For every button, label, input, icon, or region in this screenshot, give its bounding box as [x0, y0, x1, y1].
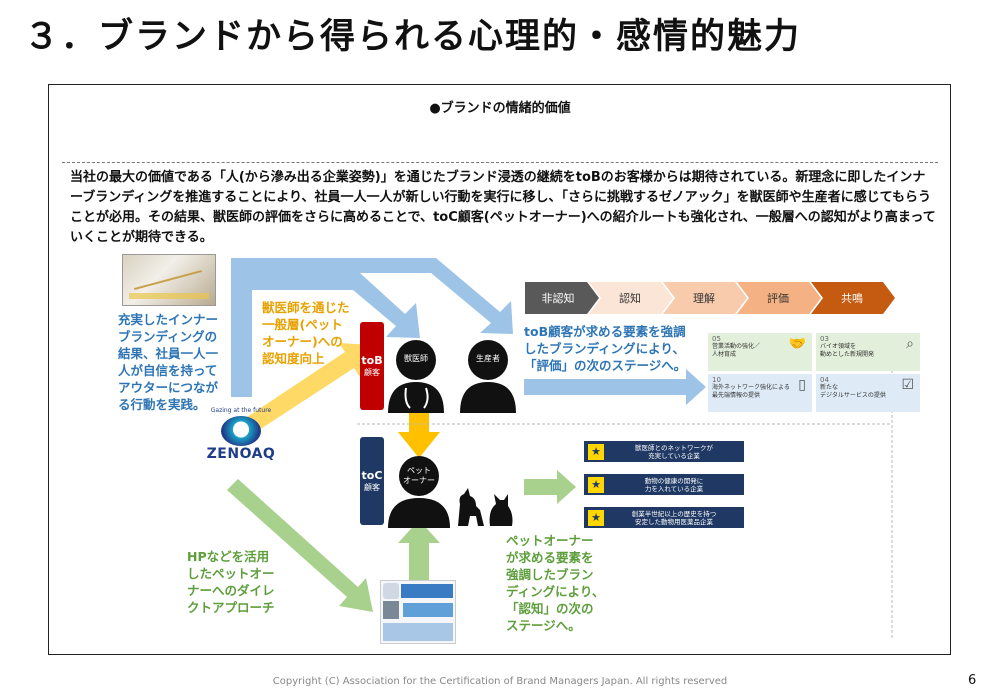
toc-stage-text: ペットオーナーが求める要素を強調したブラン ディングにより、「認知」の次のステー… [506, 533, 605, 633]
star-icon: ★ [588, 443, 604, 460]
blue-arrow-to-stage [524, 369, 706, 405]
section-heading: ●ブランドの情緒的価値 [429, 101, 571, 116]
paper-photo [122, 254, 216, 306]
toc-value-box-2: ★動物の健康の開発に 力を入れている企業 [584, 474, 744, 495]
footer-copyright: Copyright (C) Association for the Certif… [272, 676, 728, 687]
checklist-icon: ☑ [901, 377, 914, 393]
dog-icon [458, 488, 484, 526]
handshake-icon: 🤝 [788, 336, 806, 352]
stage-bar: 非認知 認知 理解 評価 共鳴 [525, 282, 895, 314]
hp-approach-text: HPなどを活用したペットオーナーへのダイレクトアプローチ [187, 549, 275, 615]
orange-arrow-down [398, 408, 440, 458]
page-number: 6 [968, 673, 977, 688]
stage-understanding: 理解 [693, 292, 715, 305]
blue-arrow-to-vet [252, 273, 420, 338]
vet-route-text: 獣医師を通じた一般層(ペットオーナー)への認知度向上 [262, 300, 350, 366]
blue-arrow-upper-frame [231, 258, 513, 397]
intro-paragraph: 当社の最大の価値である「人(から滲み出る企業姿勢)」を通じたブランド浸透の継続を… [70, 170, 936, 245]
pet-owner-label: ペット オーナー [403, 466, 435, 485]
stage-non-awareness: 非認知 [541, 292, 575, 305]
vet-person-icon [388, 340, 444, 413]
green-arrow-up [398, 520, 440, 580]
star-icon: ★ [588, 476, 604, 493]
toc-value-box-3: ★創業半世紀以上の歴史を持つ 安定した動物用医薬品企業 [584, 507, 744, 528]
star-icon: ★ [588, 509, 604, 526]
page-title: ３．ブランドから得られる心理的・感情的魅力 [24, 17, 802, 57]
green-arrow-right-1 [524, 470, 576, 504]
stage-awareness: 認知 [619, 292, 641, 305]
orange-arrow-to-vet [247, 343, 373, 432]
stage-evaluation: 評価 [767, 292, 789, 305]
magnifier-icon: ⌕ [906, 336, 914, 352]
green-arrow-diagonal [227, 479, 373, 612]
zenoaq-emblem-icon [221, 416, 261, 446]
pet-owner-person-icon [388, 456, 450, 528]
tob-stage-text: toB顧客が求める要素を強調したブランディングにより、「評価」の次のステージへ。 [524, 324, 687, 373]
tablet-icon: ▯ [798, 377, 806, 393]
zenoaq-logo: Gazing at the future ZENOAQ [206, 407, 276, 462]
producer-label: 生産者 [476, 354, 500, 363]
producer-person-icon [460, 340, 516, 413]
cat-icon [489, 494, 513, 526]
toc-persons [388, 456, 513, 528]
inner-branding-text: 充実したインナーブランディングの結果、社員一人一 人が自信を持ってアウターにつな… [118, 312, 219, 412]
stage-resonance: 共鳴 [841, 292, 863, 305]
website-collage [380, 580, 456, 644]
dashed-divider [62, 162, 938, 163]
vet-label: 獣医師 [404, 354, 428, 363]
content-frame [48, 84, 951, 655]
tob-persons [388, 340, 516, 413]
toc-value-box-1: ★獣医師とのネットワークが 充実している企業 [584, 441, 744, 462]
